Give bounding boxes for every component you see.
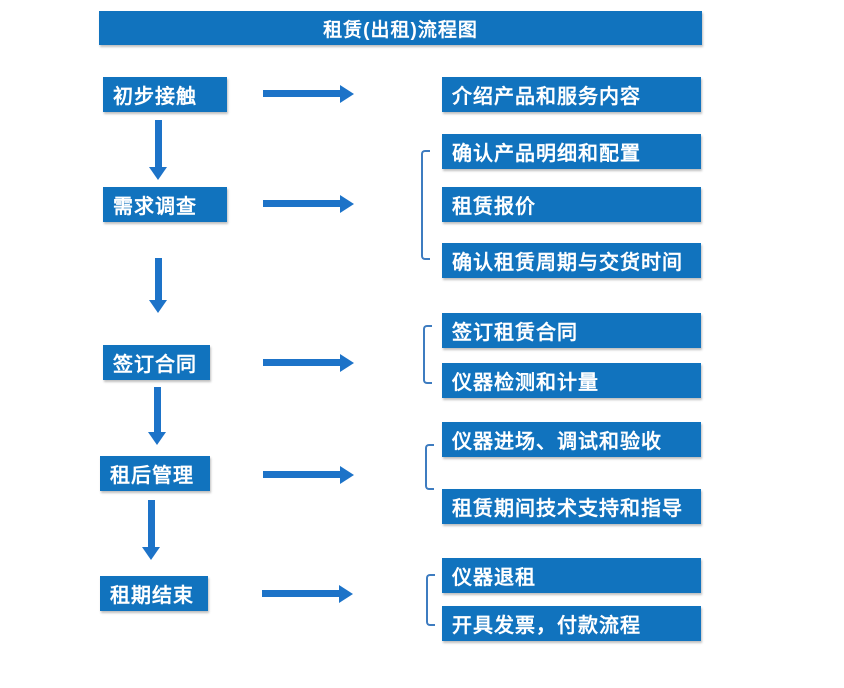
right-arrow-icon-post-rental-management bbox=[263, 466, 354, 484]
detail-label: 确认产品明细和配置 bbox=[452, 143, 641, 165]
down-arrow-icon-step1-step2 bbox=[149, 120, 167, 180]
detail-label: 仪器进场、调试和验收 bbox=[452, 431, 662, 453]
step-box-sign-contract: 签订合同 bbox=[103, 345, 210, 380]
step-label: 签订合同 bbox=[113, 354, 197, 376]
step-label: 租期结束 bbox=[110, 585, 194, 607]
detail-box-instrument-inspection-measurement: 仪器检测和计量 bbox=[442, 363, 701, 398]
right-arrow-icon-demand-survey bbox=[263, 195, 354, 213]
step-label: 租后管理 bbox=[110, 465, 194, 487]
down-arrow-icon-step3-step4 bbox=[148, 387, 166, 445]
detail-box-confirm-product-details-config: 确认产品明细和配置 bbox=[442, 134, 701, 169]
detail-box-rental-quotation: 租赁报价 bbox=[442, 187, 701, 222]
right-arrow-icon-initial-contact bbox=[263, 85, 354, 103]
detail-label: 签订租赁合同 bbox=[452, 322, 578, 344]
group-bracket-rental-end-details bbox=[426, 574, 435, 626]
group-bracket-post-rental-details bbox=[425, 444, 434, 490]
detail-box-rental-period-tech-support: 租赁期间技术支持和指导 bbox=[442, 489, 701, 524]
detail-box-sign-rental-contract: 签订租赁合同 bbox=[442, 313, 701, 348]
detail-label: 确认租赁周期与交货时间 bbox=[452, 252, 683, 274]
detail-label: 租赁报价 bbox=[452, 196, 536, 218]
right-arrow-icon-sign-contract bbox=[263, 354, 354, 372]
flowchart-title: 租赁(出租)流程图 bbox=[323, 19, 478, 41]
detail-box-instrument-arrival-debug-acceptance: 仪器进场、调试和验收 bbox=[442, 422, 701, 457]
detail-box-intro-products-services: 介绍产品和服务内容 bbox=[442, 77, 701, 112]
step-box-demand-survey: 需求调查 bbox=[103, 187, 227, 222]
step-label: 初步接触 bbox=[113, 86, 197, 108]
detail-box-invoice-payment-process: 开具发票，付款流程 bbox=[442, 606, 701, 641]
detail-box-confirm-rental-period-delivery: 确认租赁周期与交货时间 bbox=[442, 243, 701, 278]
right-arrow-icon-rental-end bbox=[262, 585, 353, 603]
down-arrow-icon-step4-step5 bbox=[142, 500, 160, 560]
step-box-post-rental-management: 租后管理 bbox=[100, 456, 210, 491]
detail-label: 仪器检测和计量 bbox=[452, 372, 599, 394]
detail-label: 仪器退租 bbox=[452, 567, 536, 589]
step-box-rental-end: 租期结束 bbox=[100, 576, 208, 611]
group-bracket-demand-survey-details bbox=[421, 150, 430, 260]
flowchart-title-bar: 租赁(出租)流程图 bbox=[99, 11, 702, 45]
step-box-initial-contact: 初步接触 bbox=[103, 77, 227, 112]
down-arrow-icon-step2-step3 bbox=[149, 258, 167, 313]
group-bracket-sign-contract-details bbox=[423, 325, 432, 384]
detail-label: 介绍产品和服务内容 bbox=[452, 86, 641, 108]
detail-label: 租赁期间技术支持和指导 bbox=[452, 498, 683, 520]
step-label: 需求调查 bbox=[113, 196, 197, 218]
detail-box-instrument-return: 仪器退租 bbox=[442, 558, 701, 593]
detail-label: 开具发票，付款流程 bbox=[452, 615, 641, 637]
